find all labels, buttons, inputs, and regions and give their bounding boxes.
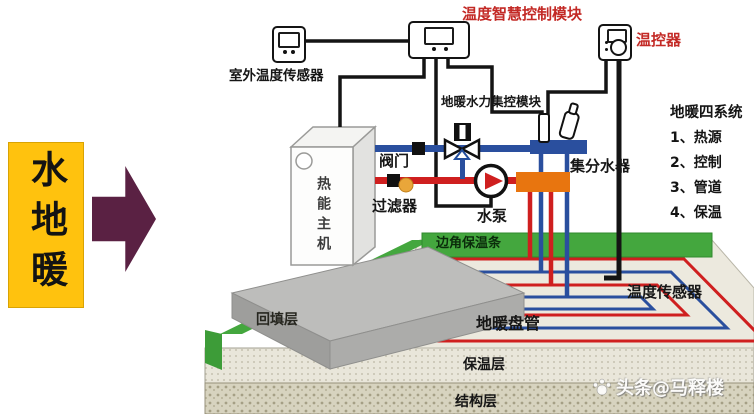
page-title: 水地暖 xyxy=(24,150,68,300)
thermostat-dial xyxy=(610,39,627,56)
four-systems-list: 地暖四系统 1、热源 2、控制 3、管道 4、保温 xyxy=(670,101,743,227)
outdoor-sensor-screen xyxy=(278,32,300,48)
title-banner: 水地暖 xyxy=(8,142,84,308)
thermostat-label: 温控器 xyxy=(636,31,682,49)
return-pipe-red xyxy=(375,177,519,184)
watermark-text: 头条@马释楼 xyxy=(616,378,724,399)
watermark: 头条@马释楼 xyxy=(592,374,724,400)
valve-label: 阀门 xyxy=(377,152,412,171)
shutoff-valve-red-icon xyxy=(387,174,400,187)
manifold-blue-bar xyxy=(530,140,587,154)
smart-control-module-device xyxy=(408,21,470,59)
control-module-screen xyxy=(424,27,454,45)
smart-control-label: 温度智慧控制模块 xyxy=(462,5,583,23)
thermostat-device xyxy=(598,24,632,61)
pump-label: 水泵 xyxy=(477,207,508,225)
insulation-layer-band xyxy=(204,347,754,384)
backfill-slab xyxy=(230,246,526,370)
heat-unit-box xyxy=(289,125,377,267)
filter-icon xyxy=(398,177,414,193)
insulation-label: 保温层 xyxy=(463,357,505,373)
outdoor-sensor-label: 室外温度传感器 xyxy=(229,68,324,84)
fittings xyxy=(387,102,580,199)
floor-sensor-label: 温度传感器 xyxy=(627,283,703,301)
manifold-label: 集分水器 xyxy=(570,157,631,175)
manifold-sensor-probe-icon xyxy=(558,102,580,140)
hydraulic-module-label: 地暖水力集控模块 xyxy=(441,94,542,109)
structure-layer-band xyxy=(204,382,754,414)
system-item-insulation: 4、保温 xyxy=(670,205,722,221)
system-item-piping: 3、管道 xyxy=(670,180,722,196)
manifold-sensor-cylinder-icon xyxy=(538,113,550,143)
edge-insulation-label: 边角保温条 xyxy=(436,236,502,251)
paw-icon xyxy=(592,378,612,396)
shutoff-valve-blue-icon xyxy=(412,142,425,155)
outdoor-sensor-device xyxy=(272,26,306,63)
coil-label: 地暖盘管 xyxy=(476,314,541,333)
backfill-label: 回填层 xyxy=(256,312,298,328)
system-item-control: 2、控制 xyxy=(670,155,722,171)
control-wires xyxy=(306,39,622,281)
system-item-heat-source: 1、热源 xyxy=(670,130,722,146)
edge-insulation-strip-corner xyxy=(205,330,222,370)
four-systems-title: 地暖四系统 xyxy=(670,105,743,121)
filter-label: 过滤器 xyxy=(372,197,418,215)
heat-unit-label: 热能主机 xyxy=(315,176,331,256)
structure-label: 结构层 xyxy=(455,394,497,410)
manifold-orange-bar xyxy=(516,172,570,192)
